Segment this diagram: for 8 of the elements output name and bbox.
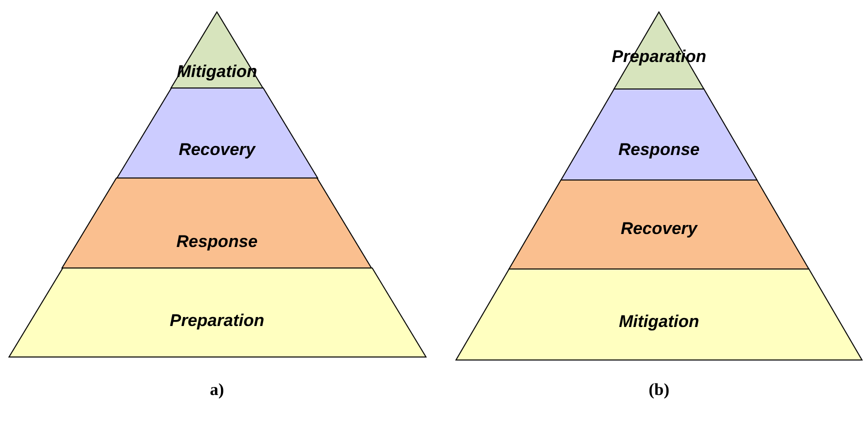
panel-label: (b) <box>648 380 670 400</box>
band-label: Recovery <box>178 140 256 160</box>
band-label: Recovery <box>620 219 698 239</box>
panel-label: a) <box>210 380 224 400</box>
band-label: Response <box>618 140 700 160</box>
band-label: Response <box>176 232 258 252</box>
band-label: Mitigation <box>618 312 700 332</box>
band-label: Preparation <box>170 311 264 331</box>
